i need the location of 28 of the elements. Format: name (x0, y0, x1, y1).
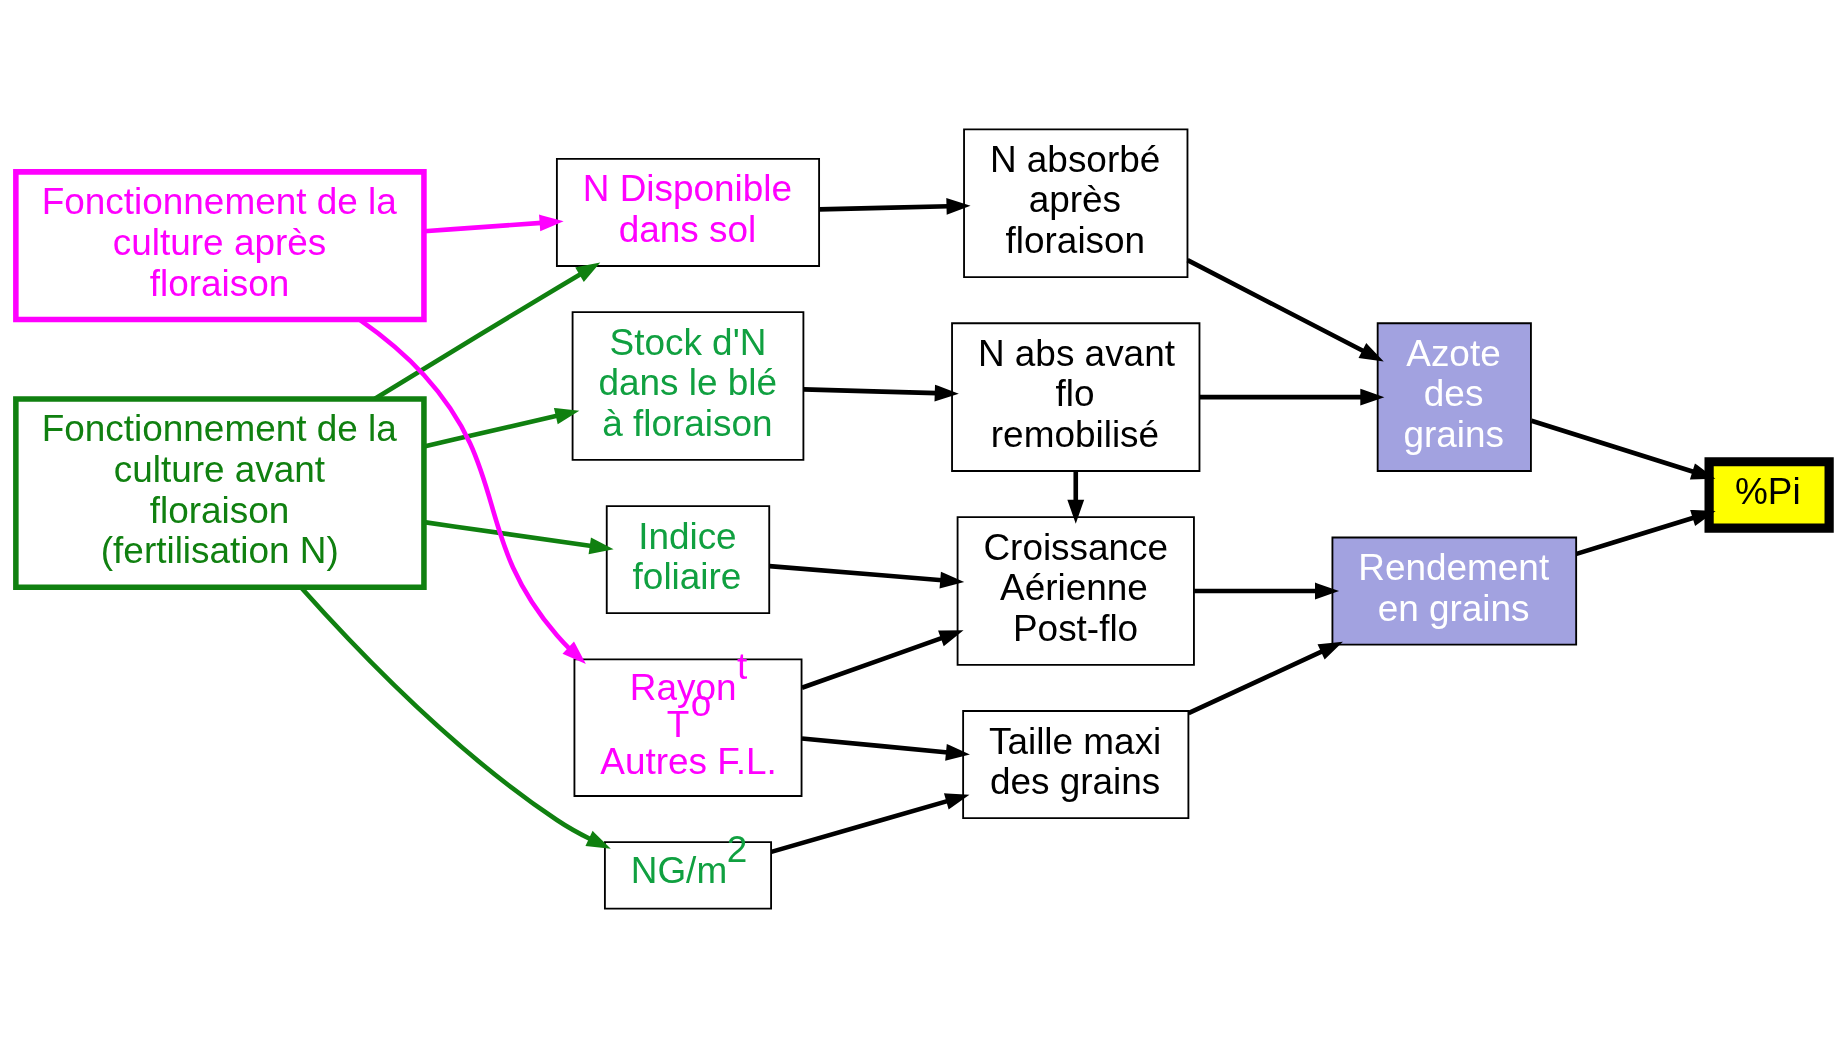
arrow (423, 407, 580, 449)
node-box: Fonctionnement de la culture après floraison (13, 168, 427, 322)
arrow (770, 792, 970, 854)
arrow (1575, 509, 1716, 556)
arrow (801, 735, 970, 761)
arrow (769, 563, 965, 588)
node-box: Indice foliaire (605, 504, 771, 614)
arrow (1530, 418, 1716, 479)
node-box: %Pi (1704, 456, 1834, 533)
arrow (423, 214, 564, 234)
node-box: N abs avant flo remobilisé (951, 321, 1201, 472)
node-box: Fonctionnement de la culture avant floraison (fertilisation N) (13, 395, 427, 590)
node-box: Stock d'N dans le blé à floraison (571, 310, 805, 461)
node-box: N Disponible dans sol (555, 157, 821, 267)
arrow (1186, 257, 1384, 362)
node-box: Azote des grains (1376, 321, 1532, 472)
arrow (1199, 388, 1385, 406)
node-box: Taille maxi des grains (962, 709, 1190, 819)
arrow (819, 197, 971, 215)
node-box: N absorbé après floraison (963, 127, 1189, 278)
node-box: Rendement en grains (1331, 536, 1578, 645)
arrow (1187, 641, 1343, 715)
node-box: Croissance Aérienne Post-flo (956, 515, 1195, 666)
arrow (1067, 470, 1085, 524)
arrow (801, 629, 964, 690)
arrow (423, 519, 614, 554)
arrow (803, 384, 959, 402)
arrow (1194, 582, 1340, 599)
